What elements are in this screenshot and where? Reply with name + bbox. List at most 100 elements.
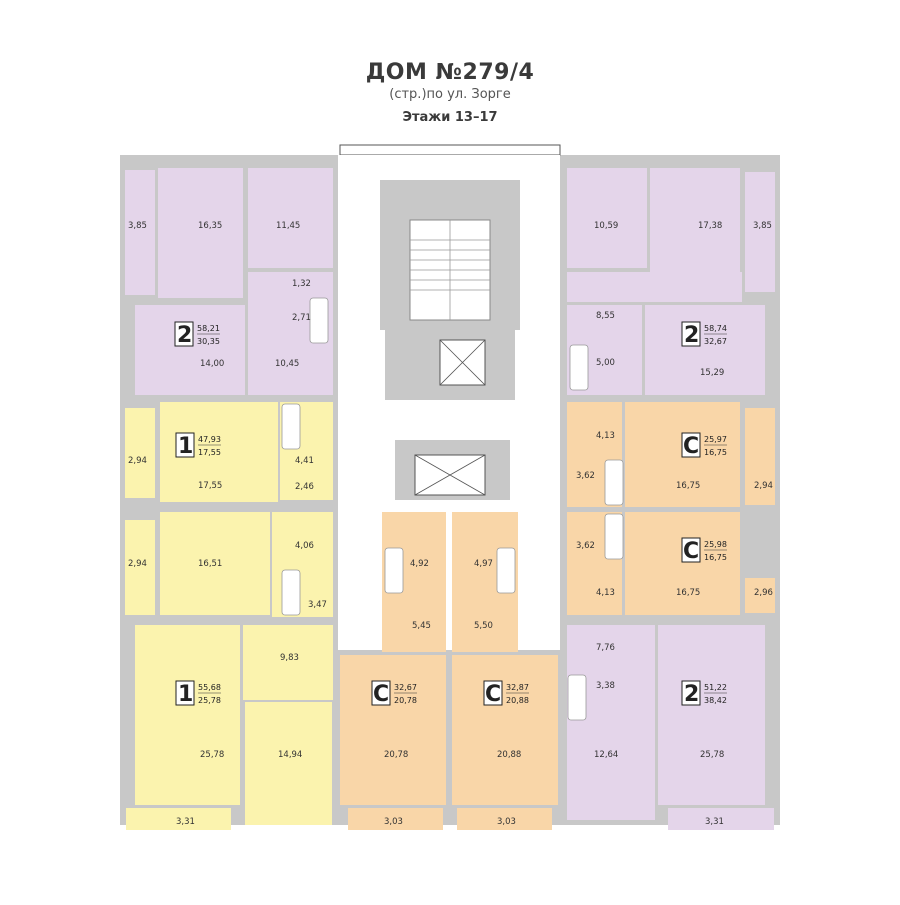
room-area: 3,62 [576,541,595,551]
svg-text:32,87: 32,87 [506,683,529,692]
room-area: 12,64 [594,750,618,760]
svg-text:С: С [683,434,699,459]
sanitary-fixtures [281,297,624,721]
svg-text:20,88: 20,88 [506,696,529,705]
room-area: 2,71 [292,313,311,323]
svg-text:25,78: 25,78 [198,696,221,705]
room-area: 4,97 [474,559,493,569]
bathtub-icon [384,547,404,594]
apartment-badge-b: 2 58,74 32,67 [681,321,727,348]
plan-header: ДОМ №279/4 (стр.)по ул. Зорге Этажи 13–1… [0,60,900,125]
room-area: 3,85 [128,221,147,231]
apartment-badge-f: 1 55,68 25,78 [175,680,221,707]
stair-steps [410,220,490,320]
room-area: 17,55 [198,481,222,491]
svg-text:1: 1 [178,434,193,459]
svg-text:25,97: 25,97 [704,435,727,444]
room-area: 25,78 [700,750,724,760]
apartment-badge-g: С 32,67 20,78 [371,680,417,707]
room-area: 10,59 [594,221,618,231]
room-area: 14,94 [278,750,302,760]
room-area: 2,94 [128,559,147,569]
room-area: 3,31 [176,817,195,827]
svg-text:38,42: 38,42 [704,696,727,705]
room-area: 17,38 [698,221,722,231]
room-area: 16,35 [198,221,222,231]
floors-label: Этажи 13–17 [402,110,498,125]
room-area: 4,41 [295,456,314,466]
room-area: 4,13 [596,588,615,598]
svg-text:17,55: 17,55 [198,448,221,457]
svg-text:32,67: 32,67 [394,683,417,692]
svg-text:С: С [373,682,389,707]
room-area: 16,75 [676,588,700,598]
svg-text:55,68: 55,68 [198,683,221,692]
svg-text:51,22: 51,22 [704,683,727,692]
svg-text:20,78: 20,78 [394,696,417,705]
room-area: 3,47 [308,600,327,610]
apartment-b [567,168,775,395]
room-area: 7,76 [596,643,615,653]
apartment-badge-a: 2 58,21 30,35 [174,321,220,348]
svg-text:58,74: 58,74 [704,324,727,333]
room-area: 14,00 [200,359,224,369]
room-area: 1,32 [292,279,311,289]
svg-text:16,75: 16,75 [704,448,727,457]
room-area: 5,50 [474,621,493,631]
apartment-g [340,512,446,830]
room-area: 9,83 [280,653,299,663]
room-area: 4,06 [295,541,314,551]
room-area: 2,94 [128,456,147,466]
svg-text:47,93: 47,93 [198,435,221,444]
svg-text:16,75: 16,75 [704,553,727,562]
room-area: 5,45 [412,621,431,631]
apartment-badge-c: 1 47,93 17,55 [175,432,221,459]
bathtub-icon [309,297,329,344]
svg-text:30,35: 30,35 [197,337,220,346]
elevator-2-cross [414,454,486,496]
room-area: 2,46 [295,482,314,492]
room-area: 20,88 [497,750,521,760]
apartment-badge-e: С 25,98 16,75 [681,537,727,564]
room-area-labels: 3,85 16,35 11,45 1,32 2,71 14,00 10,45 1… [128,221,773,827]
apartment-a [125,168,333,395]
apartment-i [567,625,774,830]
svg-text:58,21: 58,21 [197,324,220,333]
svg-text:2: 2 [684,682,699,707]
room-area: 4,92 [410,559,429,569]
room-area: 11,45 [276,221,300,231]
common-area [338,155,560,650]
room-area: 3,03 [384,817,403,827]
bathtub-icon [604,513,624,560]
bathtub-icon [569,344,589,391]
svg-text:25,98: 25,98 [704,540,727,549]
apartment-badge-h: С 32,87 20,88 [483,680,529,707]
room-area: 5,00 [596,358,615,368]
bathtub-icon [496,547,516,594]
bathtub-icon [604,459,624,506]
room-area: 16,75 [676,481,700,491]
room-area: 4,13 [596,431,615,441]
room-area: 8,55 [596,311,615,321]
bathtub-icon [281,569,301,616]
apartment-f [126,625,333,830]
room-area: 10,45 [275,359,299,369]
svg-text:2: 2 [684,323,699,348]
room-area: 2,96 [754,588,773,598]
room-area: 3,38 [596,681,615,691]
room-area: 15,29 [700,368,724,378]
svg-text:32,67: 32,67 [704,337,727,346]
room-area: 3,85 [753,221,772,231]
svg-text:С: С [683,539,699,564]
apartment-h [452,512,558,830]
room-area: 20,78 [384,750,408,760]
svg-text:С: С [485,682,501,707]
bathtub-icon [281,403,301,450]
room-area: 3,03 [497,817,516,827]
apartment-e [567,512,775,615]
room-area: 25,78 [200,750,224,760]
room-area: 2,94 [754,481,773,491]
room-area: 3,62 [576,471,595,481]
room-area: 16,51 [198,559,222,569]
